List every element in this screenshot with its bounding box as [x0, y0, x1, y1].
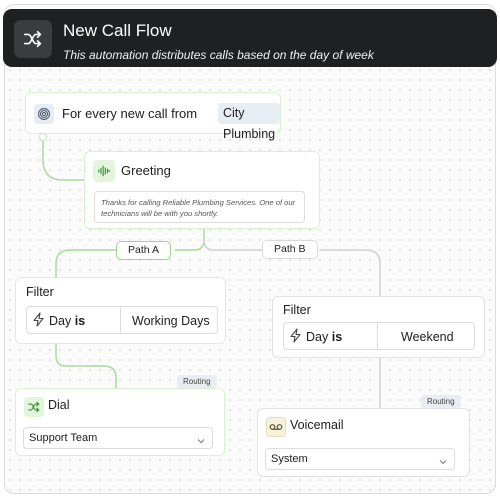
filter-title: Filter: [26, 285, 54, 299]
flow-header: New Call Flow This automation distribute…: [3, 9, 497, 67]
dial-selected-value: Support Team: [29, 432, 98, 444]
filter-condition-row[interactable]: Day is Weekend: [283, 322, 475, 350]
page-subtitle: This automation distributes calls based …: [63, 48, 374, 62]
shuffle-icon: [14, 20, 52, 58]
path-b-label[interactable]: Path B: [262, 240, 318, 259]
filter-operator: is: [74, 314, 86, 328]
voicemail-icon: [266, 417, 286, 437]
filter-field: Day: [49, 314, 72, 328]
connector-filter-a-dial: [55, 344, 117, 388]
filter-title: Filter: [283, 303, 311, 317]
greeting-message[interactable]: Thanks for calling Reliable Plumbing Ser…: [94, 191, 305, 223]
chevron-down-icon: [438, 454, 448, 474]
routing-tag: Routing: [421, 395, 461, 408]
voicemail-node[interactable]: Voicemail System: [257, 408, 470, 477]
chevron-down-icon: [196, 433, 206, 453]
shuffle-icon: [24, 397, 44, 417]
target-icon: [34, 104, 54, 124]
lightning-icon: [289, 328, 302, 348]
dial-target-select[interactable]: Support Team: [23, 427, 213, 449]
connector-trigger-greeting: [42, 141, 84, 181]
filter-node-a[interactable]: Filter Day is Working Days: [15, 277, 226, 344]
lightning-icon: [32, 312, 45, 332]
filter-node-b[interactable]: Filter Day is Weekend: [272, 296, 485, 358]
voicemail-selected-value: System: [271, 453, 308, 465]
path-a-label[interactable]: Path A: [116, 241, 171, 260]
audio-wave-icon: [93, 160, 115, 182]
routing-tag: Routing: [177, 375, 217, 388]
filter-operator: is: [331, 330, 343, 344]
greeting-node[interactable]: Greeting Thanks for calling Reliable Plu…: [84, 151, 320, 229]
dial-title: Dial: [48, 398, 70, 412]
page-title: New Call Flow: [63, 21, 172, 40]
filter-value[interactable]: Working Days: [132, 314, 210, 328]
filter-value[interactable]: Weekend: [401, 330, 454, 344]
greeting-title: Greeting: [121, 163, 171, 178]
connector-greeting-path-a: [175, 229, 205, 251]
trigger-node[interactable]: For every new call from City Plumbing: [25, 92, 281, 141]
connector-greeting-path-b: [203, 239, 262, 251]
voicemail-title: Voicemail: [290, 418, 344, 432]
filter-condition-row[interactable]: Day is Working Days: [26, 306, 218, 334]
voicemail-target-select[interactable]: System: [265, 448, 455, 470]
dial-node[interactable]: Dial Support Team: [15, 388, 225, 456]
trigger-source-chip[interactable]: City Plumbing: [218, 103, 281, 141]
connector-path-a-filter: [55, 249, 116, 277]
trigger-label: For every new call from: [62, 106, 198, 121]
connector-path-b-filter: [320, 249, 381, 296]
filter-field: Day: [306, 330, 329, 344]
trigger-output-port[interactable]: [39, 133, 47, 141]
